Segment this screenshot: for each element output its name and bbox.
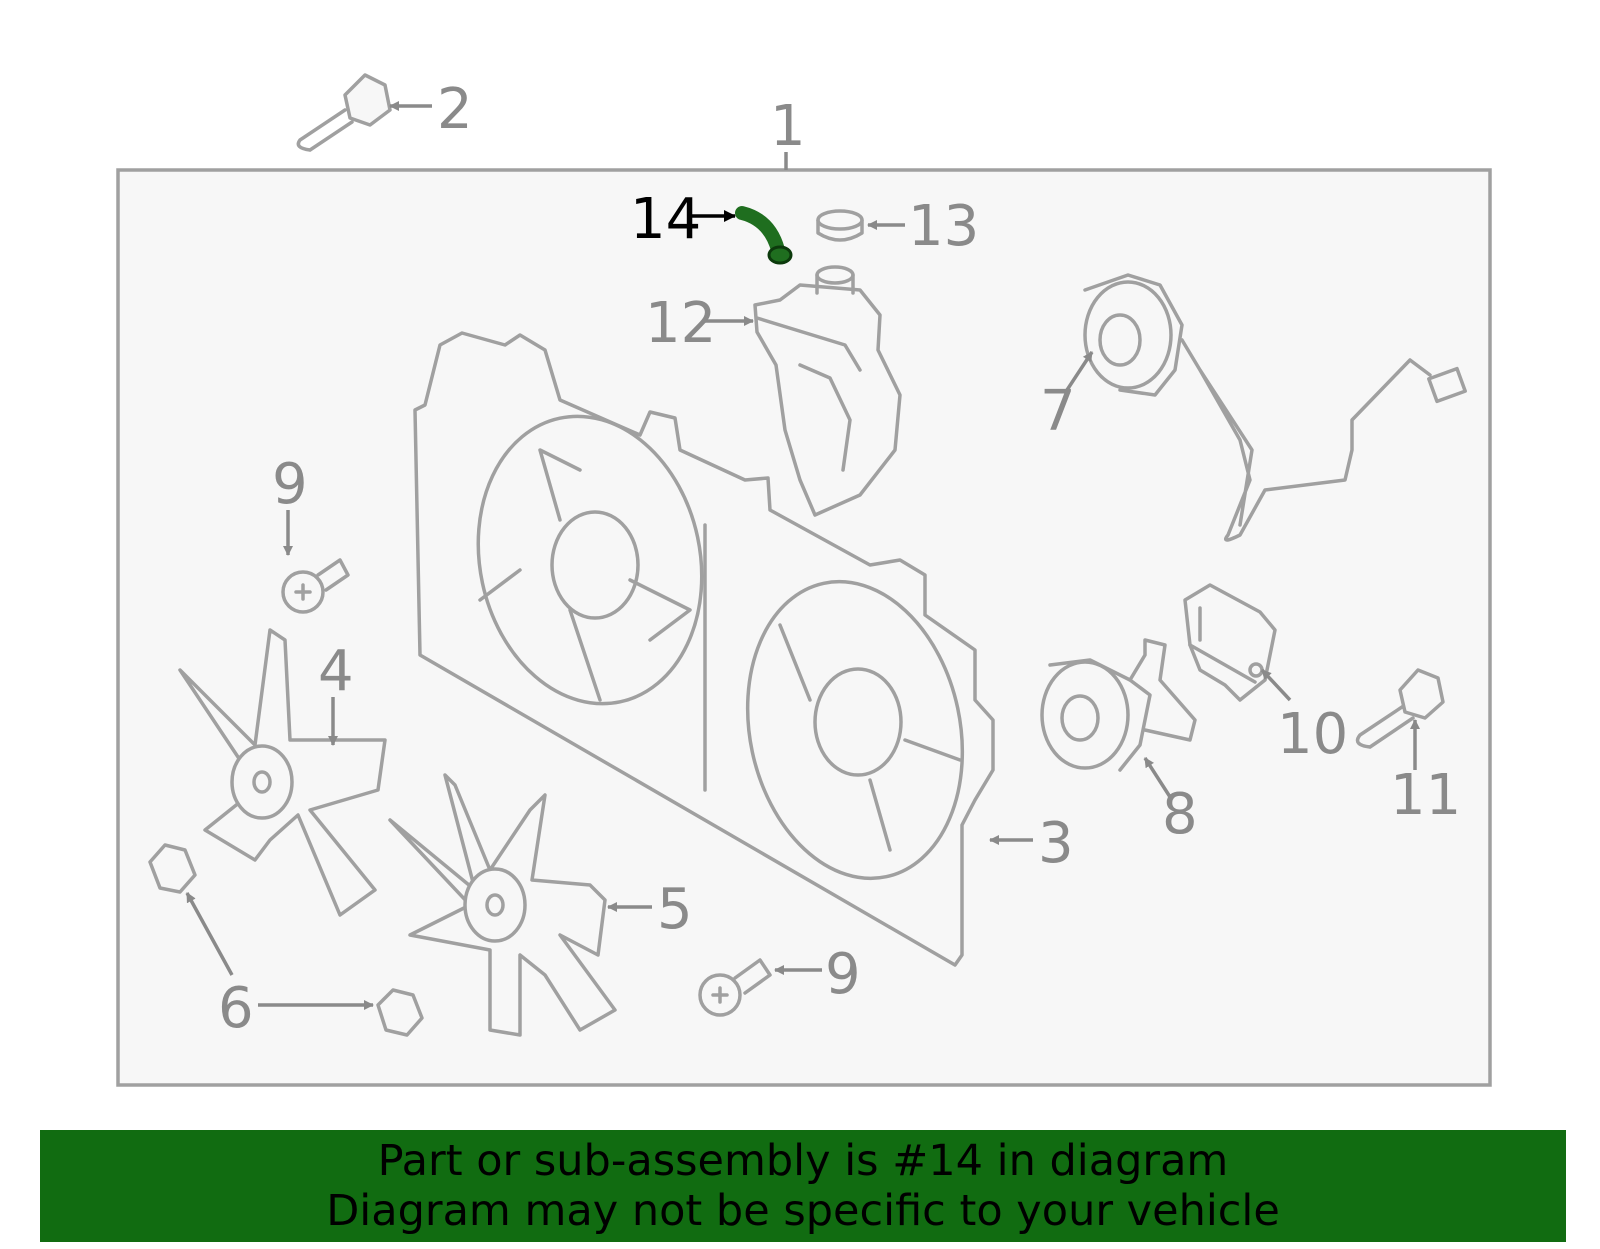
- callout-4[interactable]: 4: [318, 639, 354, 704]
- fan-shroud-icon[interactable]: [413, 331, 995, 967]
- callout-14[interactable]: 14: [630, 187, 701, 252]
- info-banner: Part or sub-assembly is #14 in diagram D…: [40, 1130, 1566, 1242]
- callout-7[interactable]: 7: [1040, 379, 1076, 444]
- bolt-icon[interactable]: [296, 73, 392, 152]
- bolt-right-icon[interactable]: [1355, 668, 1445, 749]
- hose-icon[interactable]: [735, 206, 785, 257]
- callout-2[interactable]: 2: [437, 77, 473, 142]
- banner-line-2: Diagram may not be specific to your vehi…: [326, 1186, 1280, 1236]
- hose-end: [767, 245, 793, 265]
- control-module-icon[interactable]: [1183, 583, 1277, 702]
- callout-13[interactable]: 13: [908, 194, 979, 259]
- callout-8[interactable]: 8: [1162, 782, 1198, 847]
- callout-11[interactable]: 11: [1390, 763, 1461, 828]
- callout-12[interactable]: 12: [645, 291, 716, 356]
- callout-6[interactable]: 6: [218, 976, 254, 1041]
- callout-5[interactable]: 5: [657, 877, 693, 942]
- reservoir-tank-icon[interactable]: [753, 265, 902, 517]
- parts-diagram: 1 2 14 13 12 3: [116, 73, 1492, 1087]
- callout-9-lower[interactable]: 9: [825, 942, 861, 1007]
- screw-upper-icon[interactable]: [281, 558, 350, 614]
- callout-10[interactable]: 10: [1277, 702, 1348, 767]
- fan-blade-right-icon[interactable]: [388, 773, 617, 1037]
- callout-1[interactable]: 1: [770, 94, 806, 159]
- callout-9-upper[interactable]: 9: [272, 452, 308, 517]
- callout-3[interactable]: 3: [1038, 811, 1074, 876]
- cap-icon[interactable]: [816, 209, 864, 242]
- fan-blade-left-icon[interactable]: [178, 628, 387, 917]
- nut-upper-icon[interactable]: [148, 843, 197, 894]
- fan-motor-lower-icon[interactable]: [1040, 638, 1197, 772]
- banner-line-1: Part or sub-assembly is #14 in diagram: [377, 1136, 1229, 1186]
- nut-lower-icon[interactable]: [376, 988, 424, 1037]
- screw-lower-icon[interactable]: [698, 958, 772, 1017]
- fan-motor-icon[interactable]: [1083, 273, 1467, 542]
